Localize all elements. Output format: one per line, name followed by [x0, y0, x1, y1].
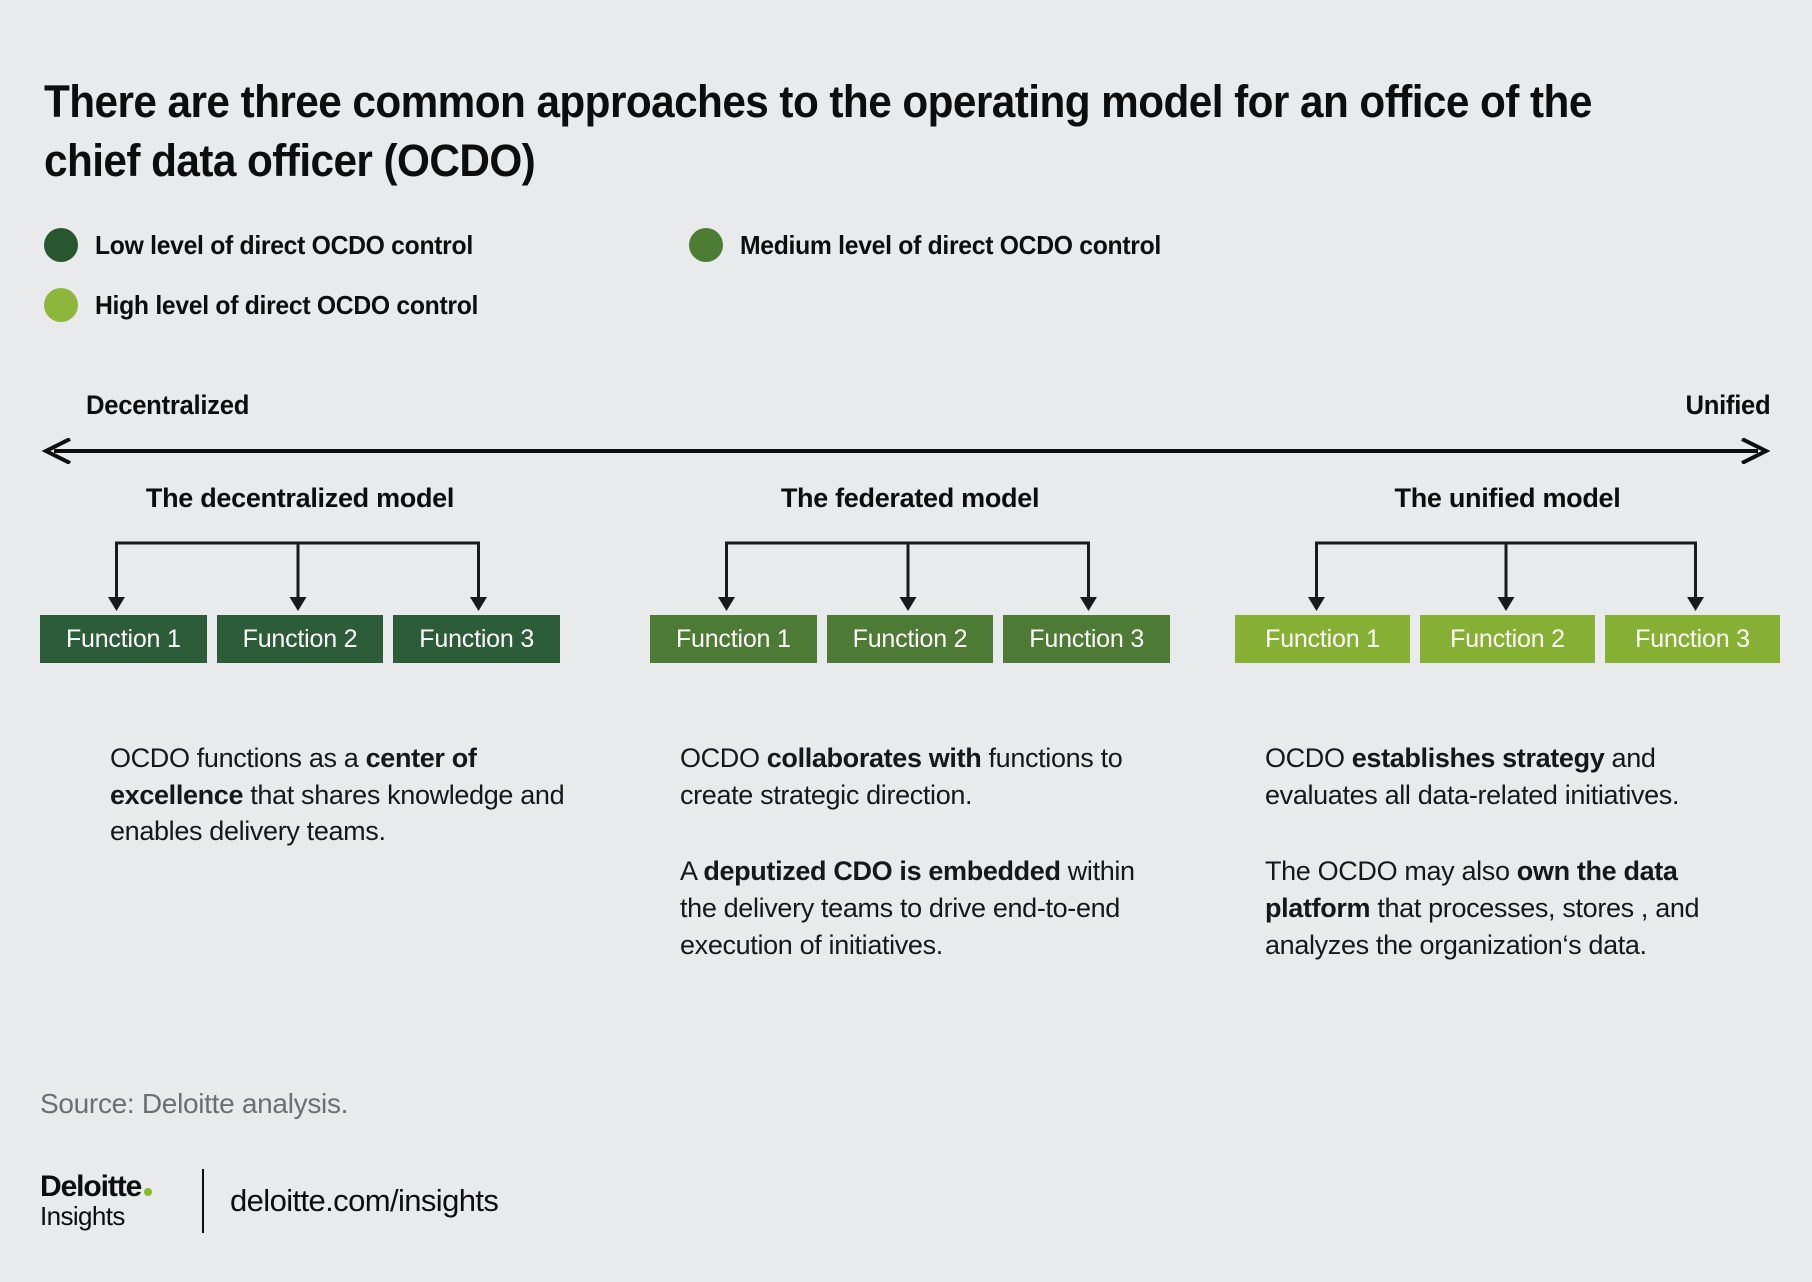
body-text: The OCDO may also	[1265, 856, 1517, 887]
function-box-1[interactable]: Function 1	[1235, 615, 1410, 663]
legend-item-medium: Medium level of direct OCDO control	[689, 228, 1183, 262]
body-text: and evaluates all data-related initiativ…	[1265, 743, 1680, 810]
model-title-decentralized: The decentralized model	[145, 483, 455, 513]
page-title: There are three common approaches to the…	[44, 76, 1592, 187]
model-title-federated: The federated model	[780, 483, 1040, 513]
legend: Low level of direct OCDO control Medium …	[44, 228, 1544, 348]
model-group-federated: The federated model Function 1 Function …	[650, 480, 1171, 663]
description-paragraph: OCDO collaborates with functions to crea…	[680, 740, 1150, 813]
function-box-3[interactable]: Function 3	[1605, 615, 1780, 663]
emphasis-text: collaborates with	[766, 743, 982, 773]
footer-website[interactable]: deloitte.com/insights	[230, 1183, 499, 1218]
function-boxes-federated: Function 1 Function 2 Function 3	[650, 615, 1171, 663]
logo-dot-icon	[144, 1187, 153, 1196]
legend-dot-low-icon	[44, 228, 78, 262]
function-boxes-unified: Function 1 Function 2 Function 3	[1235, 615, 1780, 663]
legend-label-medium: Medium level of direct OCDO control	[740, 229, 1161, 260]
body-text: that shares knowledge and enables delive…	[110, 779, 565, 847]
description-federated: OCDO collaborates with functions to crea…	[680, 740, 1150, 964]
three-branch-arrow-icon	[108, 541, 487, 611]
function-box-2[interactable]: Function 2	[1420, 615, 1595, 663]
logo-subtext: Insights	[40, 1201, 125, 1232]
function-boxes-decentralized: Function 1 Function 2 Function 3	[40, 615, 561, 663]
bracket-unified	[1235, 541, 1780, 613]
description-paragraph: The OCDO may also own the data platform …	[1265, 853, 1765, 963]
body-text: OCDO	[1265, 743, 1352, 773]
spectrum: Decentralized Unified	[40, 390, 1772, 464]
bracket-decentralized	[40, 541, 560, 613]
emphasis-text: own the data platform	[1265, 856, 1678, 924]
function-box-2[interactable]: Function 2	[216, 615, 384, 663]
spectrum-label-right: Unified	[1685, 390, 1770, 420]
logo-wordmark-text: Deloitte	[40, 1169, 142, 1203]
footer-divider	[202, 1169, 204, 1233]
legend-dot-high-icon	[44, 288, 78, 322]
legend-item-high: High level of direct OCDO control	[44, 288, 498, 322]
emphasis-text: deputized CDO is embedded	[703, 856, 1061, 887]
model-title-unified: The unified model	[1394, 483, 1621, 513]
function-box-3[interactable]: Function 3	[1003, 615, 1171, 663]
deloitte-insights-logo: Deloitte Insights	[40, 1169, 170, 1232]
function-box-3[interactable]: Function 3	[393, 615, 561, 663]
description-paragraph: A deputized CDO is embedded within the d…	[680, 853, 1150, 963]
emphasis-text: establishes strategy	[1351, 743, 1605, 773]
emphasis-text: center of excellence	[110, 743, 477, 810]
spectrum-label-left: Decentralized	[86, 390, 250, 420]
body-text: A	[680, 856, 704, 887]
legend-label-high: High level of direct OCDO control	[95, 289, 479, 320]
three-branch-arrow-icon	[1308, 541, 1704, 611]
description-unified: OCDO establishes strategy and evaluates …	[1265, 740, 1765, 964]
legend-dot-medium-icon	[689, 228, 723, 262]
body-text: within the delivery teams to drive end-t…	[680, 856, 1135, 960]
function-box-1[interactable]: Function 1	[40, 615, 207, 663]
description-paragraph: OCDO functions as a center of excellence…	[110, 740, 580, 850]
legend-label-low: Low level of direct OCDO control	[95, 229, 473, 260]
three-branch-arrow-icon	[718, 541, 1097, 611]
body-text: functions to create strategic direction.	[680, 743, 1123, 810]
body-text: OCDO	[680, 743, 767, 773]
description-paragraph: OCDO establishes strategy and evaluates …	[1265, 740, 1765, 813]
legend-item-low: Low level of direct OCDO control	[44, 228, 493, 262]
body-text: OCDO functions as a	[110, 743, 366, 773]
body-text: that processes, stores , and analyzes th…	[1265, 893, 1700, 960]
source-note: Source: Deloitte analysis.	[40, 1088, 349, 1119]
model-group-decentralized: The decentralized model Function 1 Funct…	[40, 480, 561, 663]
legend-row-2: High level of direct OCDO control	[44, 288, 1544, 348]
footer-branding: Deloitte Insights deloitte.com/insights	[40, 1165, 499, 1237]
logo-wordmark: Deloitte	[40, 1169, 170, 1203]
double-arrow-icon	[41, 438, 1771, 464]
function-box-1[interactable]: Function 1	[650, 615, 817, 663]
legend-row-1: Low level of direct OCDO control Medium …	[44, 228, 1544, 288]
bracket-federated	[650, 541, 1170, 613]
function-box-2[interactable]: Function 2	[826, 615, 994, 663]
model-group-unified: The unified model Function 1 Function 2 …	[1235, 480, 1780, 663]
description-decentralized: OCDO functions as a center of excellence…	[110, 740, 580, 850]
